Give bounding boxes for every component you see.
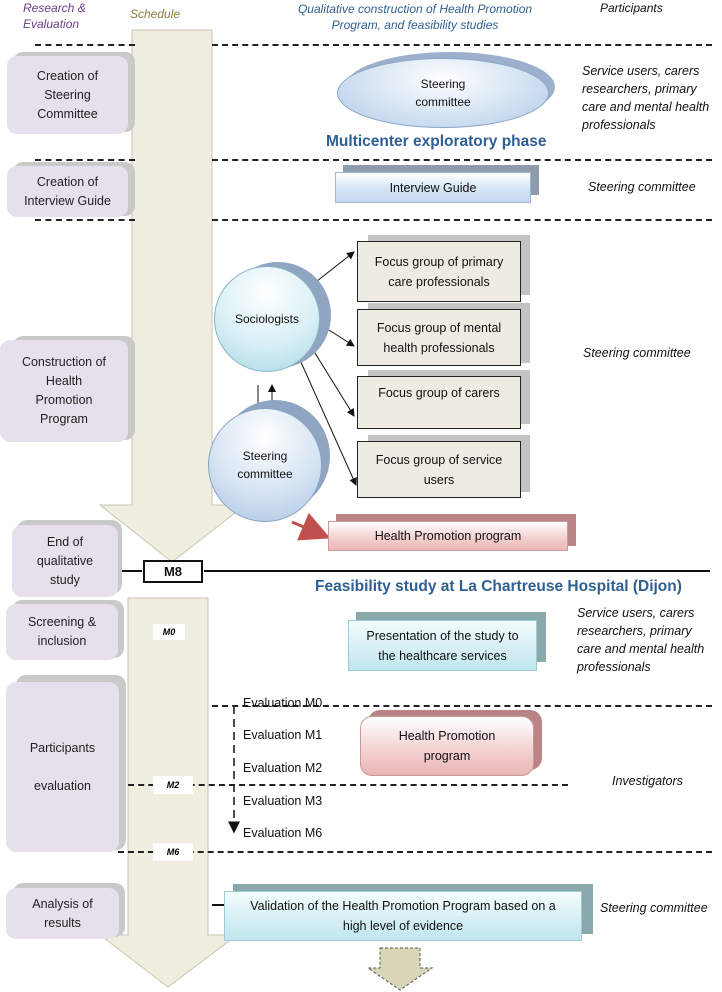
- node-interview-guide: Interview Guide: [335, 172, 531, 203]
- milestone-m0: M0: [153, 624, 185, 640]
- node-presentation: Presentation of the study to the healthc…: [348, 620, 537, 671]
- milestone-m6: M6: [153, 843, 193, 861]
- separator-eval-m0: [212, 705, 712, 707]
- step-screening-inclusion: Screening & inclusion: [6, 604, 118, 660]
- separator-2a: [35, 159, 135, 161]
- participants-interview: Steering committee: [588, 180, 696, 194]
- step-end-qualitative: End of qualitative study: [12, 525, 118, 597]
- step-construction-hpp: Construction of Health Promotion Program: [0, 340, 128, 442]
- participants-analysis: Steering committee: [600, 901, 708, 915]
- node-steering-mid: Steering committee: [208, 408, 322, 522]
- node-fg-carers: Focus group of carers: [357, 376, 521, 429]
- evaluation-m3: Evaluation M3: [243, 794, 323, 808]
- participants-evaluation: Investigators: [612, 774, 683, 788]
- header-participants: Participants: [600, 1, 663, 15]
- step-creation-interview: Creation of Interview Guide: [7, 166, 128, 217]
- participants-feasibility: Service users, carers researchers, prima…: [577, 606, 705, 674]
- arrow-to-fg-users: [299, 359, 357, 486]
- evaluation-m1: Evaluation M1: [243, 728, 323, 742]
- separator-2b: [212, 159, 712, 161]
- node-fg-users: Focus group of service users: [357, 441, 521, 498]
- node-fg-mental: Focus group of mental health professiona…: [357, 309, 521, 366]
- node-sociologists: Sociologists: [214, 266, 320, 372]
- phase-feasibility: Feasibility study at La Chartreuse Hospi…: [315, 578, 682, 595]
- node-fg-primary: Focus group of primary care professional…: [357, 241, 521, 302]
- arrow-to-hpp: [291, 512, 331, 541]
- separator-eval-m2: [118, 784, 568, 786]
- evaluation-m0: Evaluation M0: [243, 696, 323, 710]
- header-schedule: Schedule: [130, 7, 181, 21]
- node-steering-top: Steering committee: [337, 58, 549, 128]
- step-creation-steering: Creation of Steering Committee: [7, 56, 128, 134]
- node-hpp-1: Health Promotion program: [328, 521, 568, 551]
- step-analysis-results: Analysis of results: [6, 888, 119, 939]
- participants-steering: Service users, carers researchers, prima…: [582, 64, 710, 132]
- arrow-to-fg-carers: [309, 344, 355, 417]
- milestone-m8: M8: [143, 560, 203, 583]
- schedule-arrow-upper: [98, 29, 247, 563]
- node-validation: Validation of the Health Promotion Progr…: [224, 891, 582, 941]
- arrow-to-fg-primary: [311, 251, 355, 286]
- step-participants-evaluation: Participants evaluation: [6, 682, 119, 852]
- separator-1a: [35, 44, 135, 46]
- participants-construction: Steering committee: [583, 346, 691, 360]
- phase-exploratory: Multicenter exploratory phase: [326, 133, 547, 150]
- separator-3a: [35, 219, 135, 221]
- separator-3b: [212, 219, 712, 221]
- separator-eval-m6: [118, 851, 712, 853]
- separator-1b: [212, 44, 712, 46]
- milestone-m2: M2: [153, 776, 193, 794]
- continuation-arrow: [366, 947, 434, 991]
- evaluation-m2: Evaluation M2: [243, 761, 323, 775]
- header-research-evaluation: Research & Evaluation: [23, 1, 86, 31]
- header-qualitative-construction: Qualitative construction of Health Promo…: [297, 2, 533, 32]
- evaluation-m6: Evaluation M6: [243, 826, 323, 840]
- node-hpp-2: Health Promotion program: [360, 716, 534, 776]
